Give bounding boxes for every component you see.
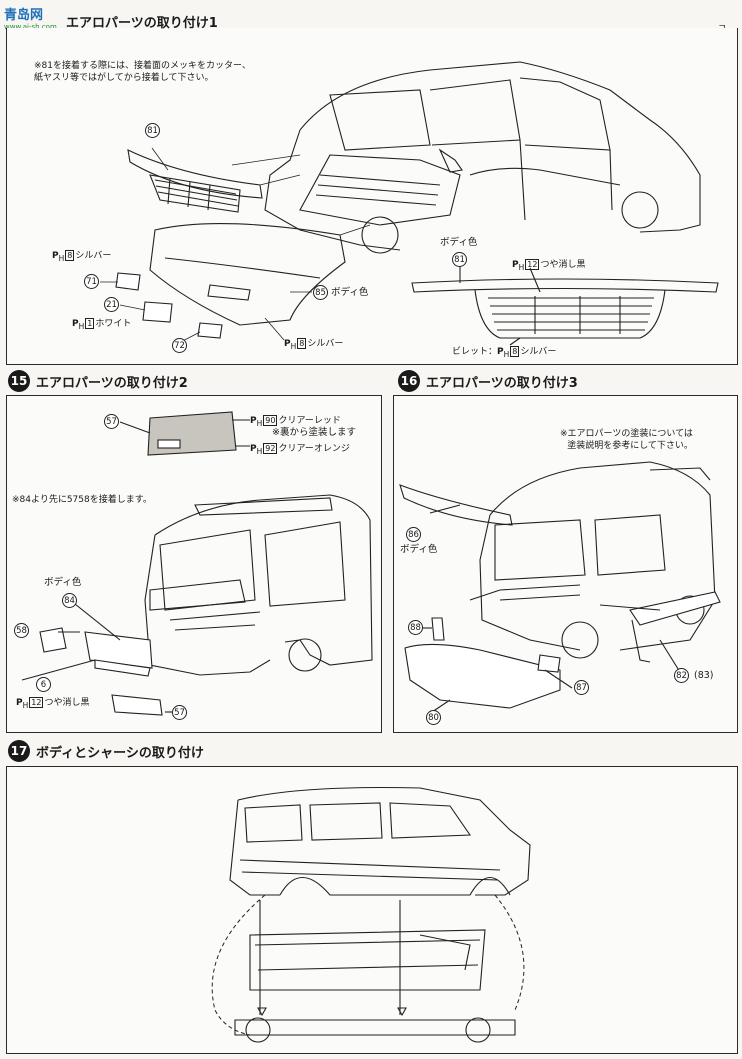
step16-drawing xyxy=(399,461,721,713)
part-85: 85 xyxy=(313,285,328,300)
part-88: 88 xyxy=(408,620,423,635)
step16-header: 16 エアロパーツの取り付け3 xyxy=(398,370,578,392)
step17-panel xyxy=(6,766,738,1054)
part-6: 6 xyxy=(36,677,51,692)
step15-header: 15 エアロパーツの取り付け2 xyxy=(8,370,188,392)
body-color-85: ボディ色 xyxy=(331,287,369,298)
part-81-small: 81 xyxy=(145,123,160,138)
step14-note: ※81を接着する際には、接着面のメッキをカッター、 紙ヤスリ等ではがしてから接着… xyxy=(34,61,251,84)
step16-body-color: ボディ色 xyxy=(400,544,438,555)
step15-drawing xyxy=(21,411,373,716)
paint-back-note: ※裏から塗装します xyxy=(272,427,356,438)
step15-note: ※84より先に5758を接着します。 xyxy=(12,495,152,505)
watermark-logo: 青岛网 www.ai-sh.com xyxy=(4,8,57,31)
body-color-81: ボディ色 xyxy=(440,237,478,248)
step17-title: ボディとシャーシの取り付け xyxy=(36,745,204,761)
step15-title: エアロパーツの取り付け2 xyxy=(36,375,188,391)
part-84: 84 xyxy=(62,593,77,608)
step17-header: 17 ボディとシャーシの取り付け xyxy=(8,740,204,762)
part-57-b: 57 xyxy=(172,705,187,720)
part-57-lens: 57 xyxy=(104,414,119,429)
step15-number: 15 xyxy=(8,370,30,392)
part-82: 82 xyxy=(674,668,689,683)
step14-title: エアロパーツの取り付け1 xyxy=(66,16,218,31)
part-72: 72 xyxy=(172,338,187,353)
part-21: 21 xyxy=(104,297,119,312)
step16-title: エアロパーツの取り付け3 xyxy=(426,375,578,391)
step17-number: 17 xyxy=(8,740,30,762)
part-58: 58 xyxy=(14,623,29,638)
step15-body-color: ボディ色 xyxy=(44,577,82,588)
step14-header: エアロパーツの取り付け1 xyxy=(66,12,218,31)
step16-note: ※エアロパーツの塗装については 塗装説明を参考にして下さい。 xyxy=(560,429,693,452)
part-81-large: 81 xyxy=(452,252,467,267)
van-front-drawing xyxy=(100,61,719,346)
part-80: 80 xyxy=(426,710,441,725)
step14-panel xyxy=(6,28,738,365)
part-83-label: (83) xyxy=(694,670,714,681)
part-87: 87 xyxy=(574,680,589,695)
part-71: 71 xyxy=(84,274,99,289)
part-86: 86 xyxy=(406,527,421,542)
step16-number: 16 xyxy=(398,370,420,392)
